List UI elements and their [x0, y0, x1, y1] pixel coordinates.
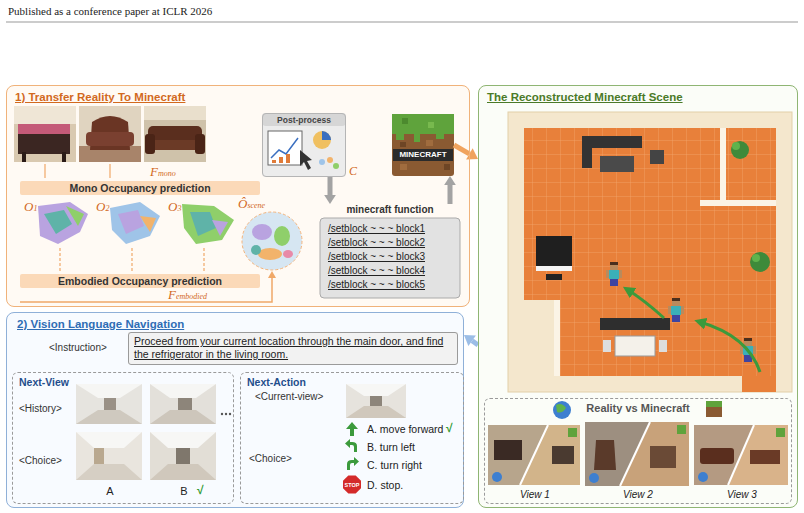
minecraft-logo	[392, 114, 454, 176]
scene-occupancy	[20, 212, 302, 302]
field-tag: <Instruction>	[49, 342, 107, 354]
code-line: /setblock ~ ~ ~ block3	[328, 251, 425, 263]
choice-letter: A	[100, 485, 120, 498]
reality-photos	[14, 106, 206, 178]
action-option: B. turn left	[367, 441, 415, 454]
panel: The Reconstructed Minecraft SceneReality…	[478, 85, 798, 508]
field-tag: <History>	[19, 403, 62, 415]
process-box: Post-process	[262, 113, 346, 177]
box-heading: Next-View	[19, 376, 69, 389]
arrow-shaft	[454, 145, 469, 154]
view-label: View 1	[489, 489, 581, 501]
arrow-head	[466, 148, 478, 159]
logo-text: MINECRAFT	[392, 149, 454, 161]
box-heading: Reality vs Minecraft	[485, 402, 791, 415]
field-tag: <Choice>	[249, 453, 292, 465]
code-box: minecraft function/setblock ~ ~ ~ block1…	[320, 204, 460, 298]
option-box: Next-View <History> <Choice> A B√	[12, 372, 234, 504]
action-option: D. stop.	[367, 479, 403, 492]
occupancy-shapes	[38, 202, 234, 271]
arrow-head	[464, 335, 476, 346]
band: Mono Occupancy prediction	[20, 181, 260, 195]
symbol-label: C	[349, 164, 357, 178]
instruction-box: <Instruction>Proceed from your current l…	[128, 332, 458, 365]
connector-arrow	[324, 177, 336, 204]
arrow-shaft	[328, 177, 333, 195]
arrow-shaft	[448, 185, 453, 204]
band-grounds	[20, 181, 260, 288]
action-icons	[343, 422, 361, 494]
action-option: A. move forward	[367, 423, 443, 436]
panel-grounds	[6, 85, 798, 508]
instruction-text: Proceed from your current location throu…	[134, 335, 452, 361]
symbol-label: O1	[24, 199, 37, 215]
connector-arrow	[454, 145, 478, 160]
logo-block: MINECRAFT	[392, 114, 454, 176]
check-mark: √	[446, 421, 453, 435]
field-tag: <Choice>	[19, 455, 62, 467]
code-line: /setblock ~ ~ ~ block2	[328, 237, 425, 249]
view-label: View 2	[586, 489, 690, 501]
view-box: Reality vs MinecraftView 1 View 2 View 3	[484, 398, 792, 504]
box-heading: minecraft function	[320, 204, 460, 216]
function-box	[320, 218, 460, 298]
instruction-ground	[128, 332, 458, 364]
box-heading: Next-Action	[247, 376, 306, 389]
connector-arrow	[464, 335, 478, 346]
code-line: /setblock ~ ~ ~ block5	[328, 279, 425, 291]
symbol-label: O2	[96, 199, 109, 215]
symbol-label: Ôscene	[238, 196, 265, 212]
symbol-label: Fmono	[150, 164, 176, 180]
symbol-label: Fembodied	[168, 287, 207, 303]
page-header: Published as a conference paper at ICLR …	[8, 5, 212, 18]
minecraft-scene	[508, 112, 792, 392]
choice-letter: B	[174, 485, 194, 498]
code-line: /setblock ~ ~ ~ block4	[328, 265, 425, 277]
arrow-head	[324, 195, 336, 204]
band-label: Mono Occupancy prediction	[20, 181, 260, 195]
box-heading: Post-process	[263, 115, 345, 125]
navigation-views	[76, 384, 406, 480]
code-line: /setblock ~ ~ ~ block1	[328, 223, 425, 235]
panel-title: 1) Transfer Reality To Minecraft	[15, 91, 185, 105]
action-option: C. turn right	[367, 459, 422, 472]
panel-title: The Reconstructed Minecraft Scene	[487, 91, 683, 105]
panel-title: 2) Vision Language Navigation	[17, 318, 184, 332]
sign-text: STOP	[343, 481, 361, 489]
symbol-label: O3	[168, 199, 181, 215]
view-label: View 3	[695, 489, 789, 501]
panel: 2) Vision Language Navigation<Instructio…	[6, 312, 464, 508]
connector-arrow	[444, 176, 456, 204]
band: Embodied Occupancy prediction	[20, 274, 260, 288]
post-process-icon	[262, 113, 346, 177]
arrow-head	[444, 176, 456, 185]
band-label: Embodied Occupancy prediction	[20, 274, 260, 288]
field-tag: <Current-view>	[255, 391, 323, 403]
header-rule	[6, 22, 798, 23]
check-mark: √	[197, 483, 204, 497]
